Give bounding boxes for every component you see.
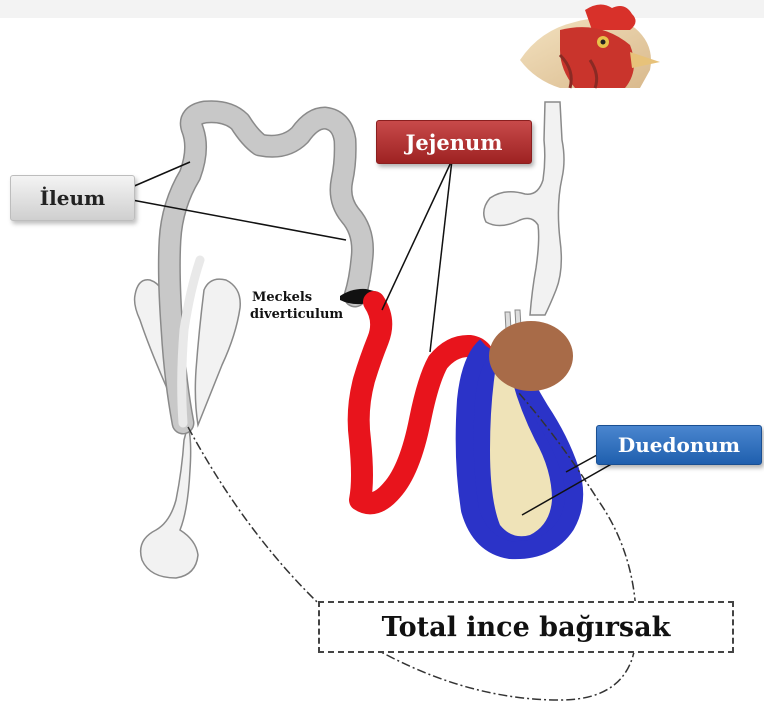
jejenum-label: Jejenum (376, 120, 532, 164)
total-small-intestine-label: Total ince bağırsak (318, 601, 734, 653)
duedonum-label: Duedonum (596, 425, 762, 465)
ileum-label: İleum (10, 175, 135, 221)
header-band (0, 0, 764, 18)
gizzard (489, 321, 573, 391)
meckels-label-line1: Meckels (252, 289, 312, 306)
meckels-label-line2: diverticulum (250, 306, 343, 323)
